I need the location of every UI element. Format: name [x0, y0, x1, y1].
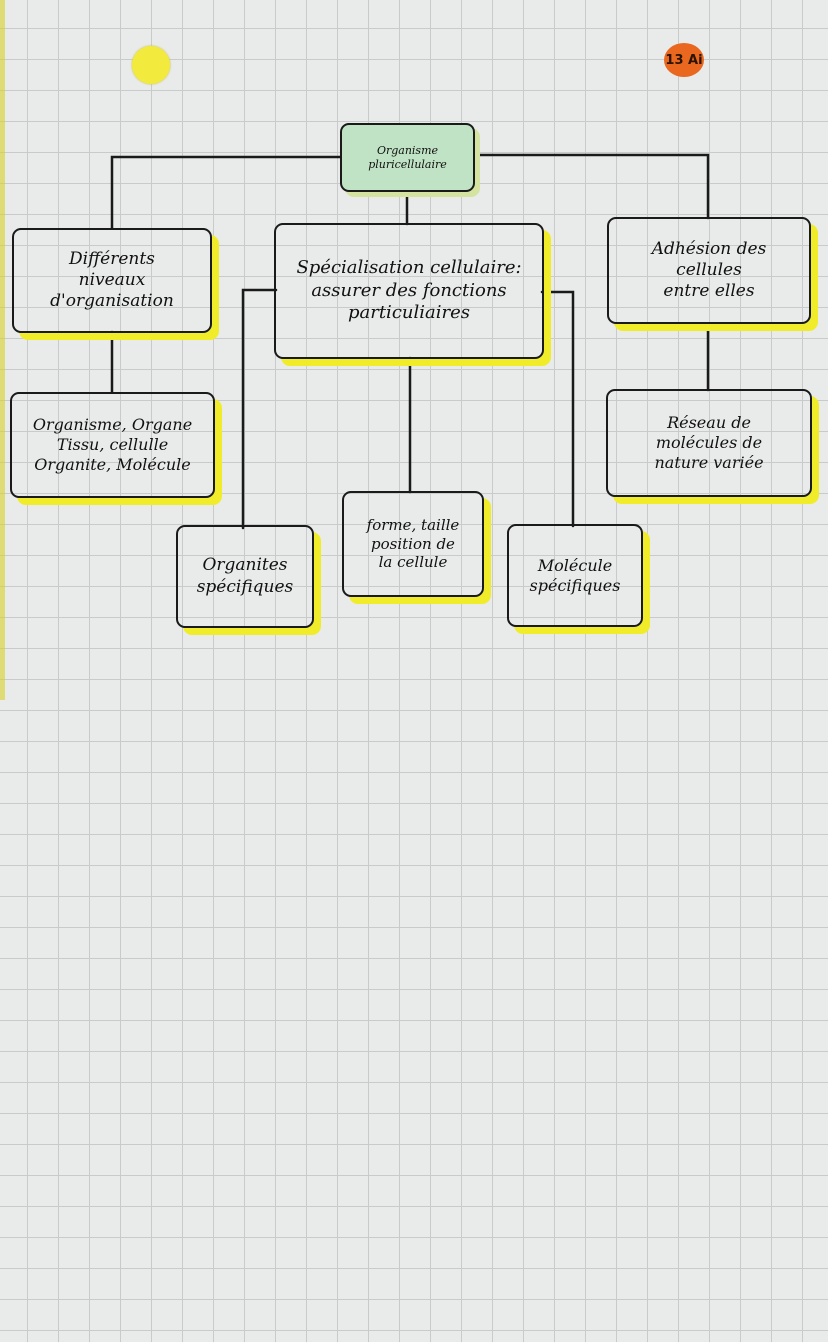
node-specialisation-label: Spécialisation cellulaire: assurer des f… [296, 257, 522, 324]
node-organites-label: Organites spécifiques [196, 555, 294, 597]
node-molecule: Molécule spécifiques [507, 524, 643, 627]
root-label: Organisme pluricellulaire [368, 143, 447, 171]
orange-badge-sticker: 13 Ai [664, 43, 704, 77]
connector-center-left [241, 288, 278, 530]
node-molecule-label: Molécule spécifiques [529, 555, 621, 595]
node-adhesion-label: Adhésion des cellules entre elles [651, 238, 767, 302]
page-edge-highlight [0, 0, 5, 700]
node-forme: forme, taille position de la cellule [342, 491, 484, 597]
connector-center-right [540, 290, 575, 528]
node-niveaux: Différents niveaux d'organisation [12, 228, 212, 333]
connector-root-left [110, 155, 342, 230]
root-node: Organisme pluricellulaire [340, 123, 475, 192]
node-specialisation: Spécialisation cellulaire: assurer des f… [274, 223, 544, 359]
yellow-sticker [132, 46, 170, 84]
node-niveaux-label: Différents niveaux d'organisation [50, 248, 174, 312]
node-adhesion: Adhésion des cellules entre elles [607, 217, 811, 324]
node-forme-label: forme, taille position de la cellule [366, 515, 460, 572]
node-niveaux-list-label: Organisme, Organe Tissu, cellulle Organi… [32, 415, 193, 474]
node-reseau: Réseau de molécules de nature variée [606, 389, 812, 497]
connector-root-right [473, 153, 710, 220]
node-reseau-label: Réseau de molécules de nature variée [654, 413, 764, 472]
node-niveaux-list: Organisme, Organe Tissu, cellulle Organi… [10, 392, 215, 498]
node-organites: Organites spécifiques [176, 525, 314, 628]
